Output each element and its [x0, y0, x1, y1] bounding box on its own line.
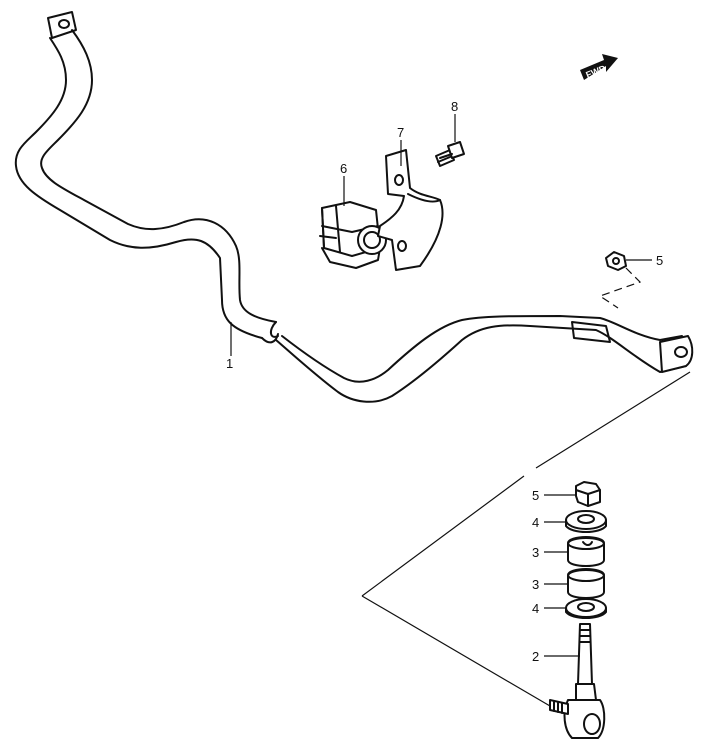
- callout-7: 7: [397, 125, 404, 140]
- leader-lines: [230, 114, 652, 657]
- callout-8: 8: [451, 99, 458, 114]
- forward-arrow-icon: FWD: [580, 54, 618, 80]
- callout-3-lower: 3: [532, 577, 539, 592]
- callout-1: 1: [226, 356, 233, 371]
- callout-5-lower: 5: [532, 488, 539, 503]
- upper-nut: [605, 251, 627, 271]
- callout-4-upper: 4: [532, 515, 539, 530]
- stabilizer-bar: [14, 11, 694, 403]
- callout-2: 2: [532, 649, 539, 664]
- callout-labels: 1 2 3 3 4 4 5 5 6 7 8: [226, 99, 663, 664]
- bracket-bolt: [435, 141, 465, 167]
- callout-6: 6: [340, 161, 347, 176]
- callout-5-upper: 5: [656, 253, 663, 268]
- callout-3-upper: 3: [532, 545, 539, 560]
- fwd-badge-label: FWD: [584, 63, 607, 80]
- stabilizer-link-stack: [549, 481, 607, 739]
- callout-4-lower: 4: [532, 601, 539, 616]
- alignment-lines: [361, 371, 691, 707]
- bushing-assembly: [319, 149, 444, 271]
